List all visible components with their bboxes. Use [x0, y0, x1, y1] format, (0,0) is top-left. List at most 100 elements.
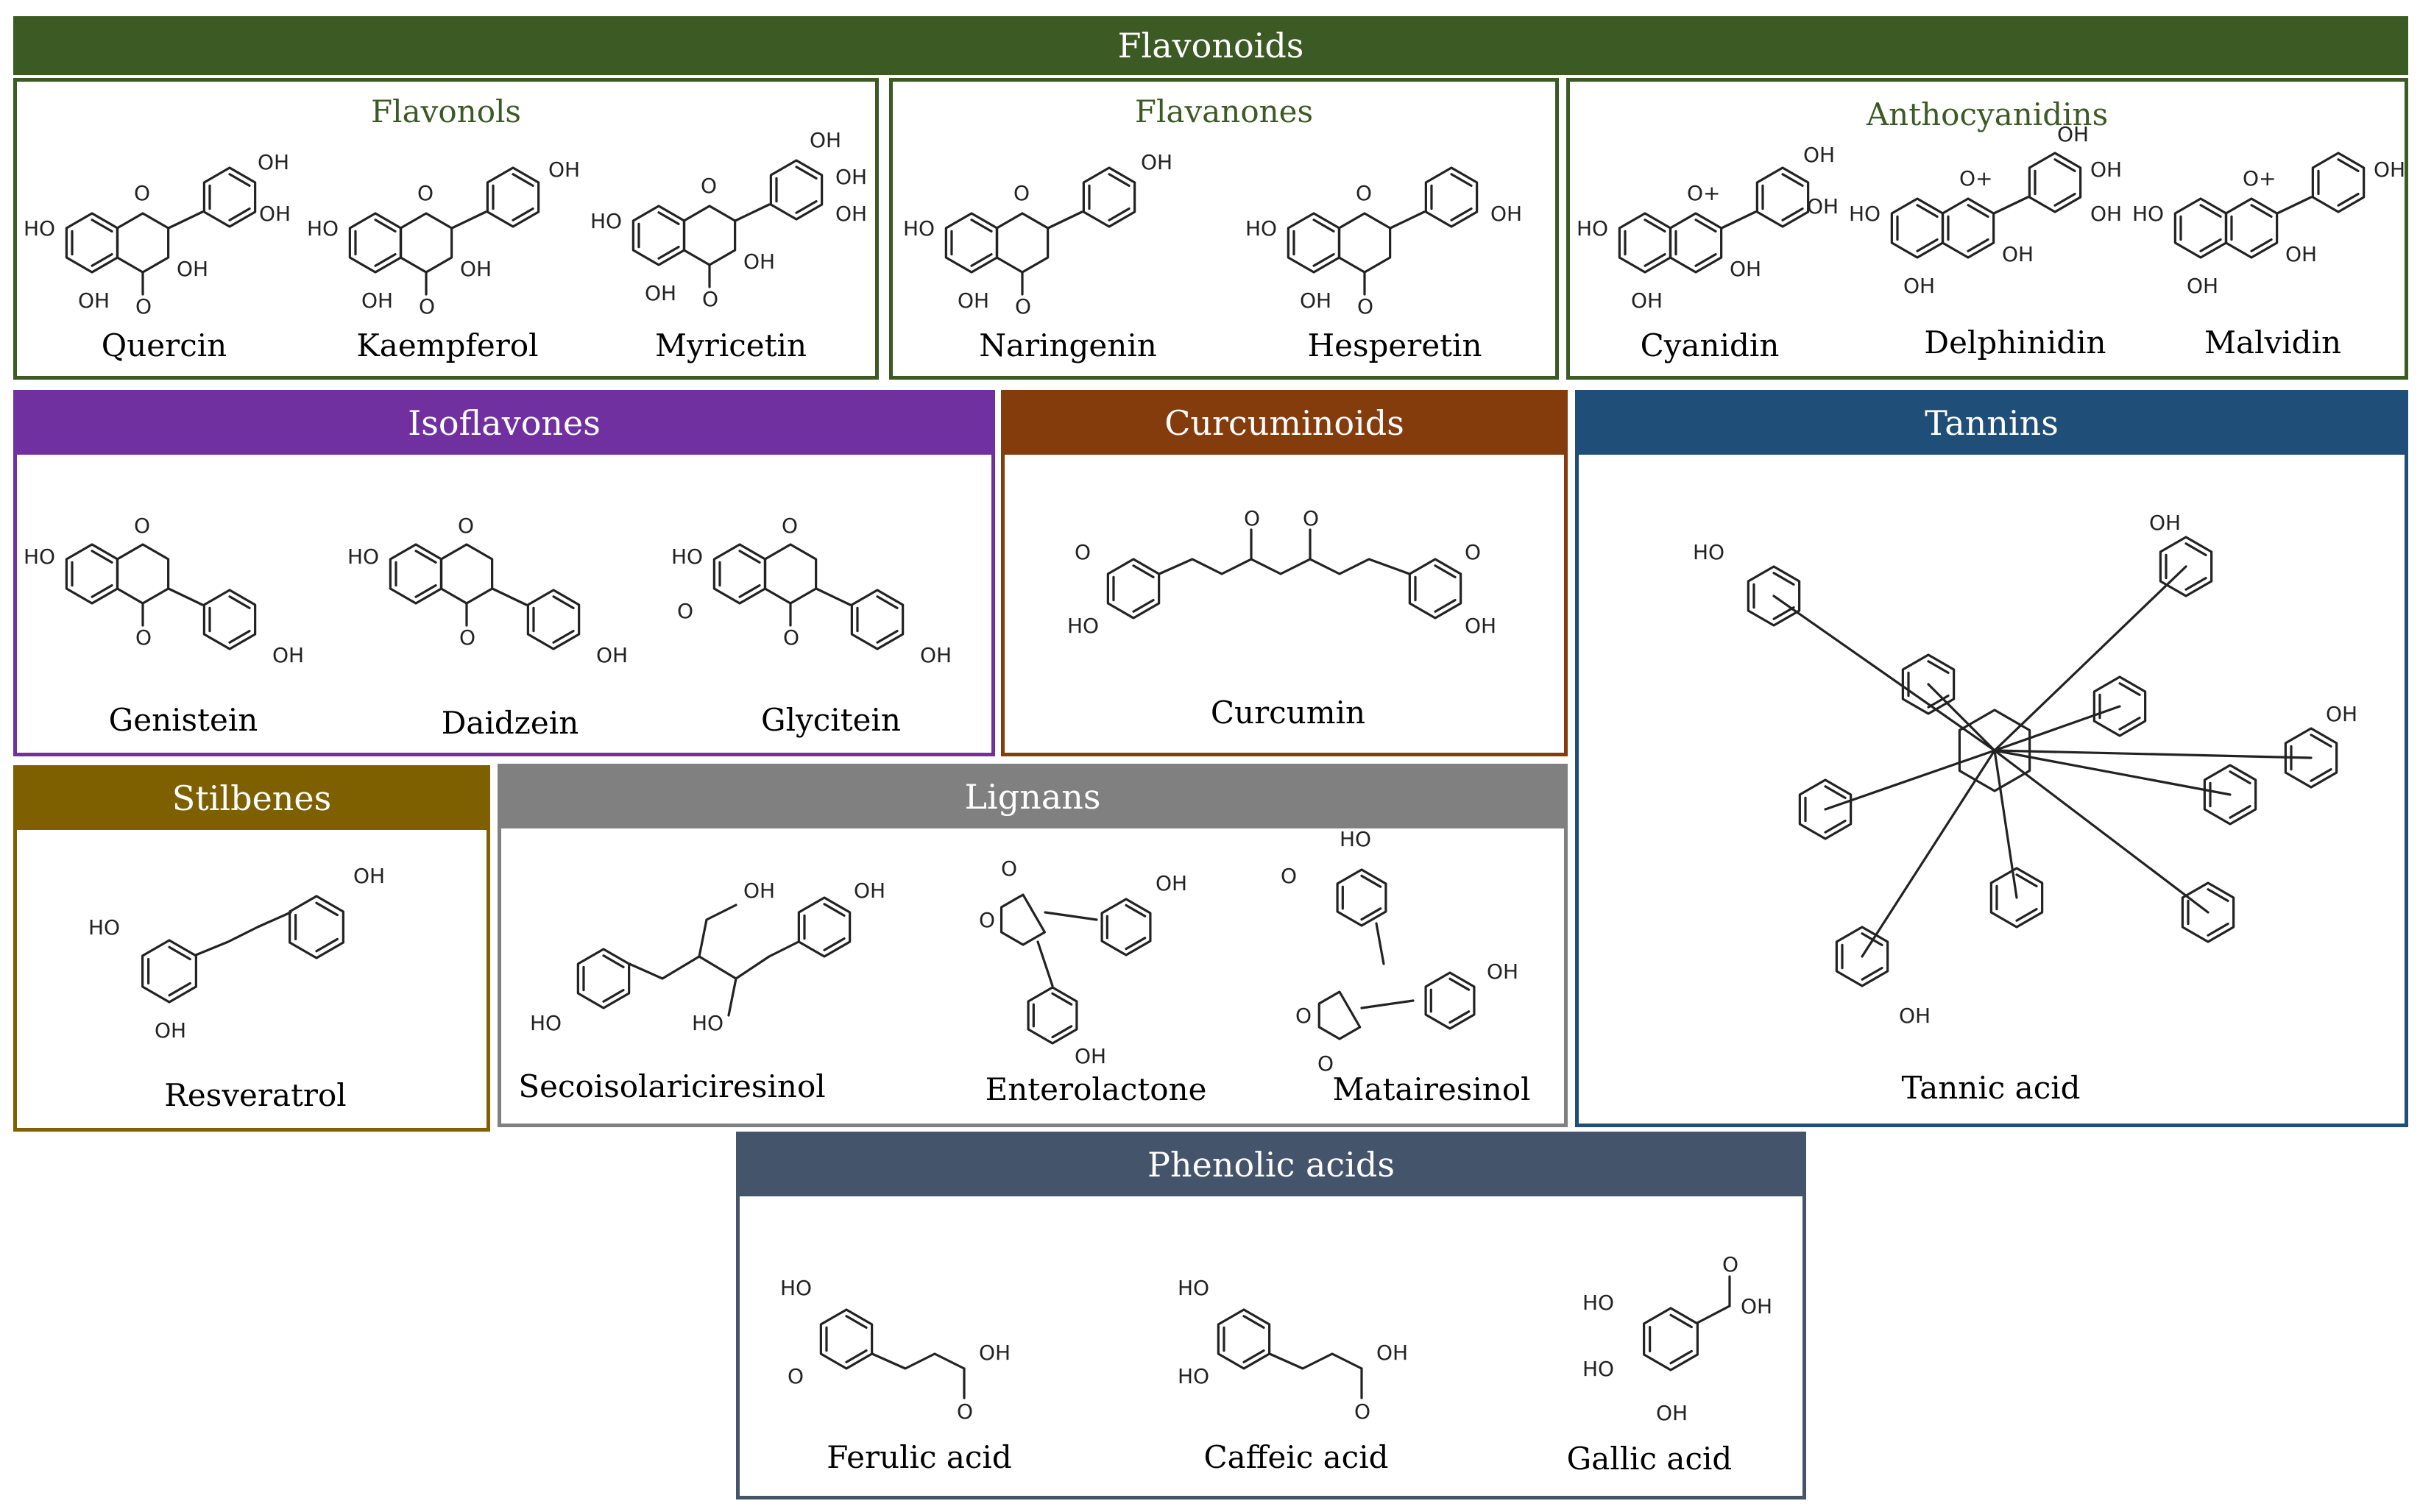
ester-link	[1993, 565, 2187, 752]
ring-oxygen: O	[134, 181, 150, 205]
hydroxyl: HO	[692, 1011, 723, 1035]
ring-b-double-bond	[512, 207, 534, 221]
carbonyl-oxygen: O	[702, 287, 718, 311]
label-caffeic-acid: Caffeic acid	[1203, 1439, 1389, 1475]
hydroxyl: OH	[1807, 194, 1839, 219]
ring-b	[202, 589, 257, 650]
ring-a-double-bond	[374, 253, 397, 267]
ring-c	[1941, 197, 1995, 259]
galloyl-ring-8	[2181, 881, 2235, 943]
ring-b-double-bond	[315, 901, 339, 917]
hydroxyl: OH	[1141, 150, 1172, 174]
ring-b-double-bond	[1450, 173, 1473, 188]
ring-left-double-bond	[602, 989, 625, 1003]
ring-b	[1755, 166, 1810, 228]
methoxy-oxygen: O	[677, 599, 693, 623]
ring-oxygen: O	[417, 181, 434, 205]
ester-link	[1927, 683, 1996, 752]
galloyl-ring-0-double-bond	[1772, 606, 1795, 620]
hydroxyl: OH	[1487, 959, 1518, 984]
label-quercin: Quercin	[101, 327, 227, 363]
galloyl-ring-5	[2203, 764, 2257, 826]
hydroxymethyl	[698, 904, 737, 958]
hydroxyl: OH	[2285, 242, 2317, 266]
hydroxyl: OH	[272, 643, 304, 667]
stilbenes-panel: Resveratrol	[13, 830, 490, 1132]
benzyl-bond	[1375, 922, 1385, 965]
ring-b	[850, 589, 905, 650]
ring-a-double-bond	[1916, 238, 1939, 252]
hydroxyl: HO	[1340, 827, 1371, 851]
ring-a-double-bond	[168, 945, 191, 961]
ring-a-double-bond	[1644, 253, 1666, 267]
hydroxyl: OH	[460, 257, 492, 281]
hydroxyl: HO	[1245, 216, 1277, 241]
hydroxyl: HO	[1582, 1291, 1614, 1315]
ring-b-double-bond	[1781, 207, 1804, 221]
hydroxyl: OH	[835, 202, 867, 226]
ring-c	[1337, 212, 1392, 274]
hydroxyl: OH	[2187, 274, 2218, 298]
ring-b	[1424, 166, 1479, 228]
ring-b	[2028, 152, 2082, 213]
ring-a	[944, 212, 999, 274]
ring-top-double-bond	[1125, 937, 1147, 951]
flavonols-title: Flavonols	[371, 93, 521, 129]
label-ferulic-acid: Ferulic acid	[827, 1439, 1012, 1475]
galloyl-ring-1-double-bond	[1927, 660, 1950, 674]
ring-double-bond	[1242, 1349, 1265, 1363]
linker-bond	[1720, 210, 1757, 230]
carbonyl-oxygen: O	[419, 294, 435, 319]
hydroxyl: OH	[1490, 202, 1522, 226]
ring-b-double-bond	[228, 173, 251, 188]
ring-a-double-bond	[91, 550, 113, 564]
ring-bottom-double-bond	[1051, 992, 1073, 1006]
hydroxyl: HO	[590, 209, 622, 233]
methoxy-oxygen: O	[1465, 540, 1481, 564]
anthocyanidins-panel: Anthocyanidins Cyanidin Delphinidin Malv…	[1566, 78, 2408, 380]
stilbenes-title: Stilbenes	[171, 778, 332, 818]
ring-a	[65, 543, 119, 605]
curcuminoids-panel: Curcumin	[1001, 455, 1568, 756]
ring-c-double-bond	[1694, 253, 1717, 267]
ring-b-double-bond	[512, 173, 534, 188]
ring-b-double-bond	[795, 199, 818, 214]
ester-link	[1993, 749, 2232, 796]
hydroxyl: OH	[2090, 202, 2122, 226]
hydroxyl: OH	[743, 249, 775, 274]
ring-c	[439, 543, 494, 605]
hydroxyl: HO	[780, 1276, 812, 1300]
ring-b-double-bond	[2053, 158, 2076, 173]
ring-a-double-bond	[970, 219, 993, 233]
phenolic-title: Phenolic acids	[1147, 1145, 1395, 1185]
hydroxyl: OH	[1730, 257, 1761, 281]
ring-a	[389, 543, 443, 605]
hydroxyl: OH	[2090, 157, 2122, 182]
linker-bond	[1389, 210, 1426, 230]
hydroxyl: HO	[1577, 216, 1608, 241]
ring-a-double-bond	[414, 583, 437, 598]
ring-oxygen: O+	[1687, 181, 1721, 205]
label-cyanidin: Cyanidin	[1640, 327, 1780, 363]
ring-a-double-bond	[2199, 204, 2222, 219]
ring-top-double-bond	[1360, 907, 1382, 921]
carbonyl-oxygen: O	[1015, 294, 1031, 319]
ring-oxygen: O+	[1959, 166, 1993, 191]
ring-c	[399, 212, 453, 274]
ring-a-double-bond	[657, 246, 680, 260]
ester-link	[1993, 749, 2210, 914]
carboxyl-bond	[1696, 1305, 1731, 1324]
ring-right-double-bond	[1434, 598, 1457, 613]
ring-a	[141, 939, 197, 1004]
ring-bottom	[1027, 986, 1078, 1045]
tannins-header: Tannins	[1575, 390, 2408, 456]
ring-top-double-bond	[1125, 904, 1147, 918]
ring-a	[2173, 197, 2228, 259]
ester-link	[1993, 749, 2018, 899]
